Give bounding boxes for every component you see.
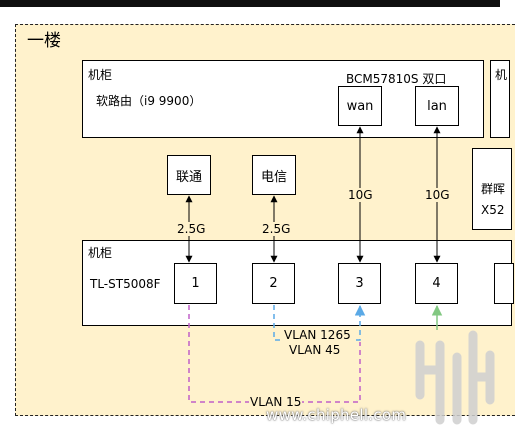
isp-unicom[interactable]: 联通 <box>167 155 211 195</box>
router-cabinet-label: 机柜 <box>88 68 113 82</box>
switch-port-1[interactable]: 1 <box>174 263 217 304</box>
isp-telecom[interactable]: 电信 <box>252 155 296 195</box>
isp2-speed: 2.5G <box>261 222 292 236</box>
wan-port[interactable]: wan <box>338 86 382 126</box>
vlan-b-label: VLAN 45 <box>288 343 342 357</box>
nas-model: X52 <box>481 203 505 217</box>
isp1-speed: 2.5G <box>176 222 207 236</box>
switch-port-3[interactable]: 3 <box>338 263 381 304</box>
chiphell-watermark-logo <box>415 330 495 425</box>
router-name: 软路由（i9 9900） <box>96 94 202 108</box>
switch-cabinet-label: 机柜 <box>88 246 113 260</box>
switch-port-2[interactable]: 2 <box>252 263 295 304</box>
vlan-link-blue <box>273 304 366 341</box>
switch-model: TL-ST5008F <box>90 277 161 291</box>
watermark-url: www.chiphell.com <box>266 406 407 424</box>
vlan-a-label: VLAN 1265 <box>283 328 352 342</box>
nas-device <box>472 148 512 230</box>
switch-port-4[interactable]: 4 <box>415 263 458 304</box>
nas-name: 群晖 <box>481 182 506 196</box>
vlan-c-label: VLAN 15 <box>249 395 303 409</box>
switch-port-5-partial[interactable] <box>494 263 514 304</box>
wan-speed: 10G <box>347 188 374 202</box>
floor-title: 一楼 <box>27 31 61 51</box>
lan-speed: 10G <box>424 188 451 202</box>
nic-label: BCM57810S 双口 <box>346 72 447 86</box>
lan-port[interactable]: lan <box>415 86 459 126</box>
window-top-bar <box>0 0 500 7</box>
side-cabinet <box>490 60 510 138</box>
side-cabinet-label: 机 <box>495 68 508 82</box>
